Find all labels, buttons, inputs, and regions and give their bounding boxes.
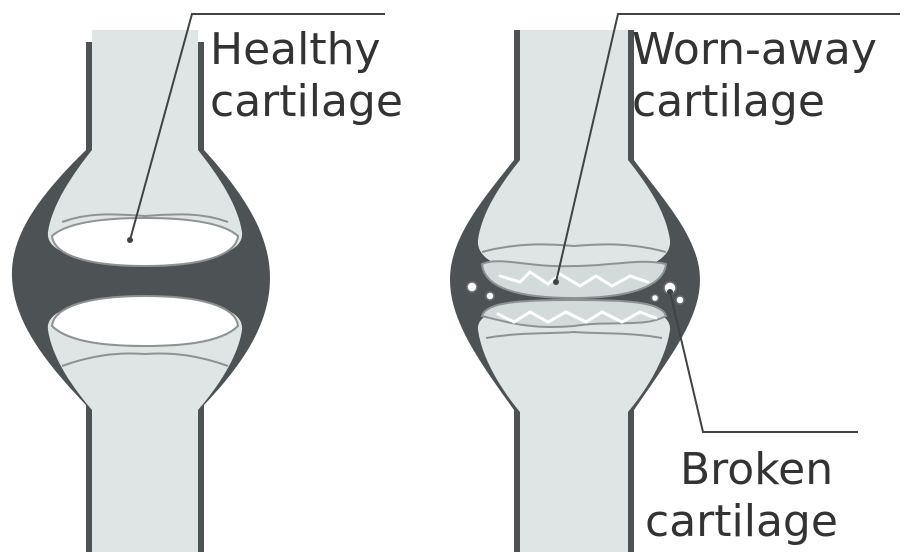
label-broken-line2: cartilage bbox=[645, 496, 838, 547]
broken-cartilage-leader bbox=[670, 292, 858, 432]
broken-fragment bbox=[676, 296, 684, 304]
label-healthy-line2: cartilage bbox=[210, 76, 403, 127]
healthy-upper-cartilage bbox=[52, 218, 238, 266]
label-broken-line1: Broken bbox=[680, 444, 833, 495]
healthy-lower-cartilage bbox=[52, 296, 238, 346]
broken-fragment bbox=[467, 282, 477, 292]
damaged-lower-bone bbox=[478, 302, 670, 552]
label-worn-line1: Worn-away bbox=[632, 24, 877, 75]
broken-fragment bbox=[486, 292, 494, 300]
worn-leader-dot bbox=[553, 279, 559, 285]
healthy-leader-dot bbox=[127, 237, 133, 243]
broken-fragment bbox=[652, 295, 659, 302]
broken-leader-dot bbox=[667, 289, 673, 295]
label-worn-line2: cartilage bbox=[632, 76, 825, 127]
label-healthy-line1: Healthy bbox=[210, 24, 381, 75]
